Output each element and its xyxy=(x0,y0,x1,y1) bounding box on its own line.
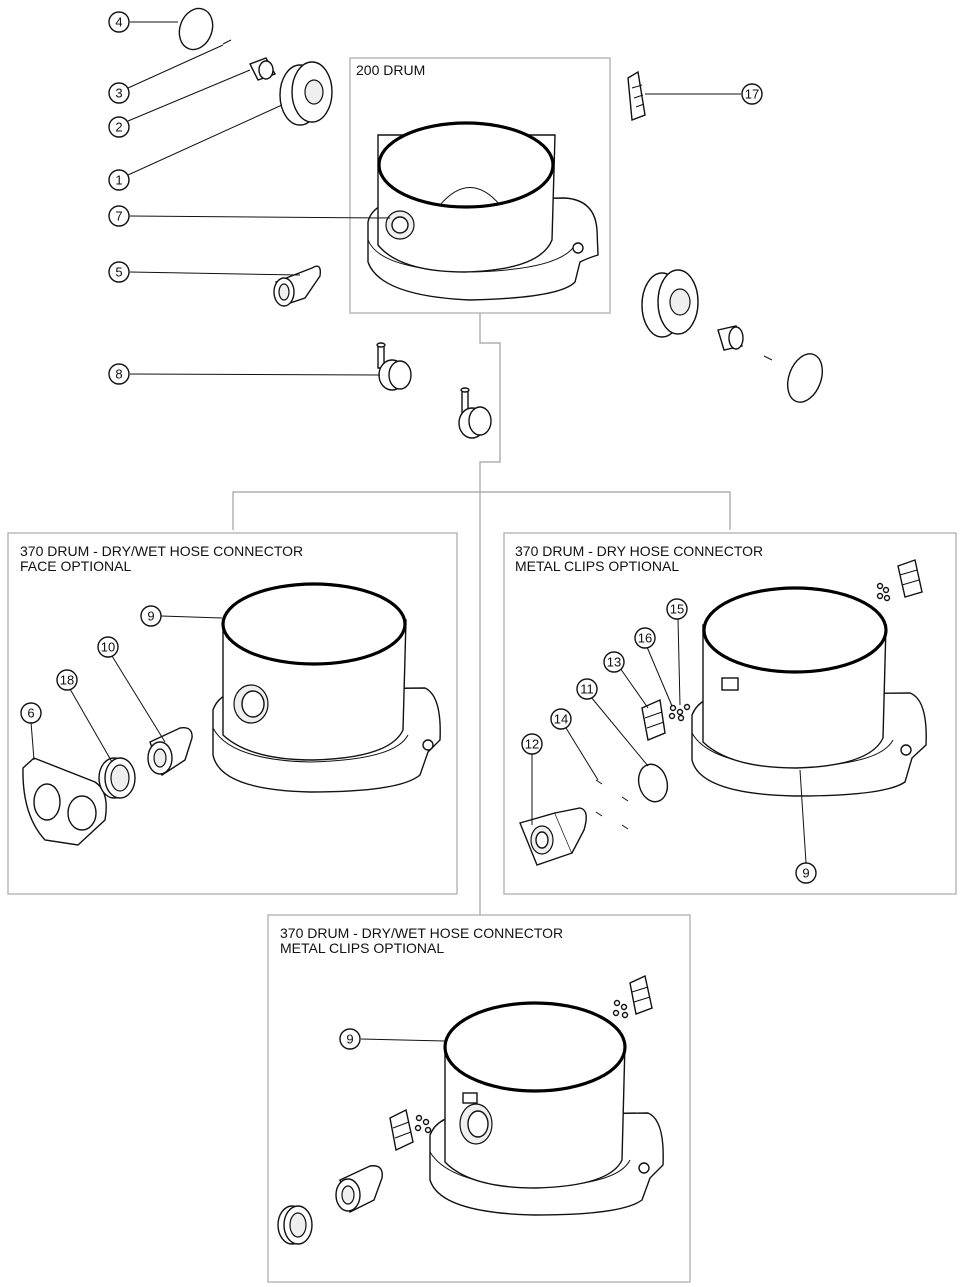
panel-frame-200-drum xyxy=(349,57,611,314)
panel-title-370-dry-line1: 370 DRUM - DRY HOSE CONNECTOR xyxy=(515,543,763,559)
bushing-2 xyxy=(249,57,277,81)
callout-dry-11: 11 xyxy=(576,678,649,767)
panel-title-370-wet-line2: METAL CLIPS OPTIONAL xyxy=(280,940,444,956)
svg-text:9: 9 xyxy=(147,609,154,624)
callout-17: 17 xyxy=(645,83,763,105)
svg-text:7: 7 xyxy=(115,209,122,224)
callout-dry-13: 13 xyxy=(603,651,649,709)
callout-dry-15: 15 xyxy=(666,598,688,706)
panel-title-370-face-line1: 370 DRUM - DRY/WET HOSE CONNECTOR xyxy=(20,543,303,559)
hose-connector-wet xyxy=(335,1165,383,1213)
callout-wet-9: 9 xyxy=(339,1028,446,1050)
metal-clip-wet-left xyxy=(389,1108,432,1152)
panel-title-200-drum: 200 DRUM xyxy=(356,62,425,78)
svg-text:1: 1 xyxy=(115,173,122,188)
ring-18 xyxy=(98,757,136,799)
svg-text:9: 9 xyxy=(346,1032,353,1047)
drum-370-wet-illustration xyxy=(429,1001,664,1216)
castor-8 xyxy=(376,342,412,391)
callout-face-9: 9 xyxy=(140,605,223,627)
ring-seal-11 xyxy=(637,763,669,803)
drum-200-illustration xyxy=(367,121,599,301)
screw-right xyxy=(763,355,773,361)
panel-frame-370-dry xyxy=(503,532,957,895)
screw-3 xyxy=(222,39,232,45)
panel-connector-lines xyxy=(232,313,731,915)
panel-frame-370-face xyxy=(7,532,458,895)
svg-text:15: 15 xyxy=(670,602,684,617)
callout-dry-14: 14 xyxy=(550,708,599,781)
svg-text:8: 8 xyxy=(115,367,122,382)
panel-title-370-wet-line1: 370 DRUM - DRY/WET HOSE CONNECTOR xyxy=(280,925,563,941)
svg-text:16: 16 xyxy=(638,631,652,646)
svg-text:12: 12 xyxy=(525,737,539,752)
wheel-1 xyxy=(279,61,333,126)
panel-title-370-dry-line2: METAL CLIPS OPTIONAL xyxy=(515,558,679,574)
drum-370-face-illustration xyxy=(212,582,441,793)
svg-text:14: 14 xyxy=(554,712,568,727)
hose-connector-10 xyxy=(147,727,193,777)
svg-text:10: 10 xyxy=(101,640,115,655)
metal-clip-wet-top xyxy=(612,974,653,1019)
wheel-right xyxy=(641,269,699,338)
square-connector-12 xyxy=(519,807,587,866)
callout-7: 7 xyxy=(108,205,391,227)
callout-dry-12: 12 xyxy=(521,733,543,825)
drum-370-dry-illustration xyxy=(691,586,927,797)
callout-4: 4 xyxy=(108,11,178,33)
panel-frame-370-wet xyxy=(267,914,691,1283)
callout-face-6: 6 xyxy=(20,702,42,761)
castor-secondary xyxy=(458,387,492,439)
face-plate-6 xyxy=(22,757,107,846)
hose-connector-5 xyxy=(273,265,322,307)
clip-17 xyxy=(627,70,646,121)
callout-5: 5 xyxy=(108,261,301,283)
ring-seal-4 xyxy=(178,7,214,51)
svg-text:2: 2 xyxy=(115,120,122,135)
callout-face-10: 10 xyxy=(97,636,166,743)
screws-15-16 xyxy=(668,703,691,722)
svg-text:5: 5 xyxy=(115,265,122,280)
svg-text:6: 6 xyxy=(27,706,34,721)
svg-text:13: 13 xyxy=(607,655,621,670)
svg-text:3: 3 xyxy=(115,86,122,101)
svg-text:17: 17 xyxy=(745,87,759,102)
metal-clip-dry-panel xyxy=(876,559,923,602)
callout-dry-16: 16 xyxy=(634,627,673,707)
panel-title-370-face-line2: FACE OPTIONAL xyxy=(20,558,131,574)
svg-text:11: 11 xyxy=(580,682,594,697)
screws-14 xyxy=(595,779,629,830)
clip-13 xyxy=(641,698,666,741)
callout-3: 3 xyxy=(108,44,224,104)
callout-8: 8 xyxy=(108,363,381,385)
callout-dry-9: 9 xyxy=(795,769,817,884)
callout-face-18: 18 xyxy=(56,669,113,763)
svg-text:18: 18 xyxy=(60,673,74,688)
svg-text:9: 9 xyxy=(802,866,809,881)
ring-wet xyxy=(277,1205,313,1245)
callout-2: 2 xyxy=(108,69,251,138)
ring-seal-right xyxy=(787,353,823,403)
callout-1: 1 xyxy=(108,104,283,191)
bushing-right xyxy=(717,325,744,351)
svg-text:4: 4 xyxy=(115,15,122,30)
